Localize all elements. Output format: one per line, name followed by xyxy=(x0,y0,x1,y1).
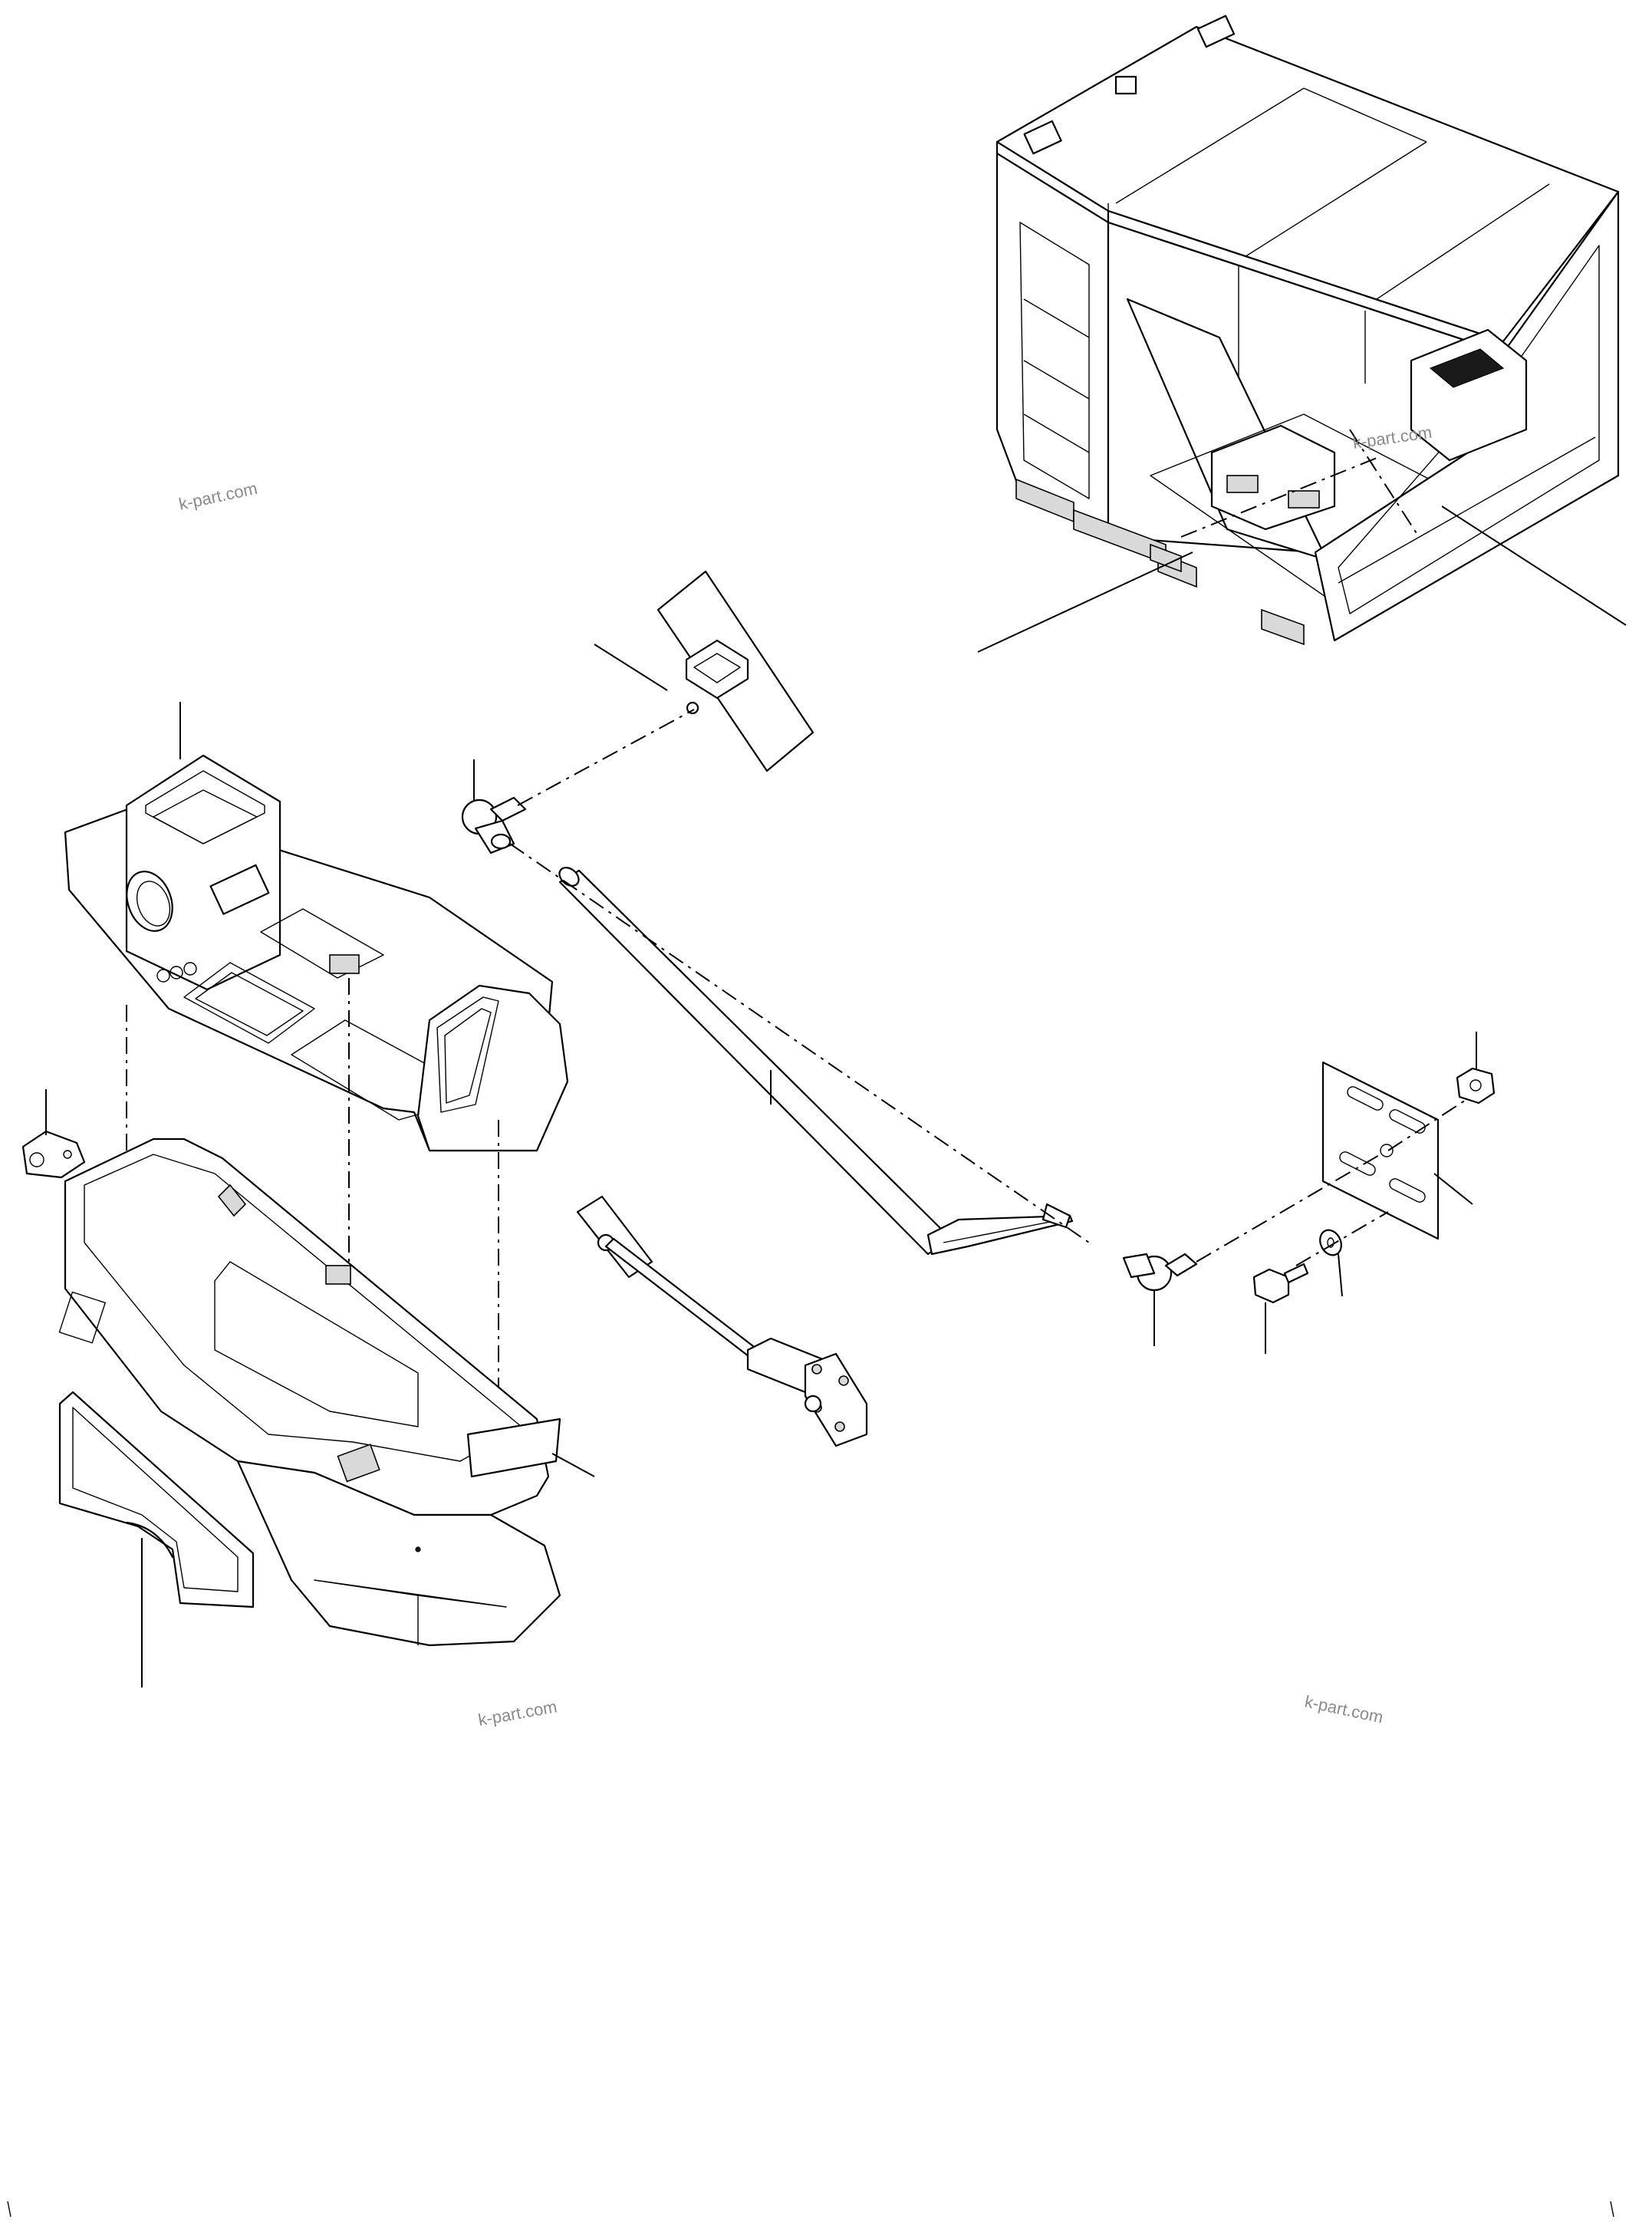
bracket-plate xyxy=(657,570,814,772)
cab-assembly xyxy=(995,15,1620,646)
ball-joint-lower xyxy=(1122,1253,1198,1292)
gas-strut-alt xyxy=(576,1195,868,1447)
gas-strut xyxy=(558,867,1074,1256)
console-body xyxy=(58,1138,561,1647)
mounting-plate xyxy=(1321,1061,1440,1240)
leader-plate xyxy=(1433,1173,1473,1205)
leader-cab-right xyxy=(1441,505,1627,626)
hinge-small xyxy=(21,1130,86,1179)
crop-mark-left xyxy=(7,2201,12,2217)
leader-washer xyxy=(1338,1253,1343,1297)
side-panel xyxy=(58,1391,255,1608)
watermark-3: k-part.com xyxy=(477,1697,559,1730)
washer xyxy=(1319,1229,1342,1256)
leader-bracket xyxy=(594,644,668,691)
ball-joint-upper xyxy=(461,796,527,854)
bolt xyxy=(1252,1263,1309,1304)
nut xyxy=(1456,1067,1496,1105)
centerline-strut xyxy=(509,843,1090,1243)
console-cover xyxy=(64,754,569,1152)
leader-console-body xyxy=(551,1453,595,1477)
centerline-nut xyxy=(1387,1092,1477,1151)
watermark-4: k-part.com xyxy=(1303,1691,1385,1727)
watermark-1: k-part.com xyxy=(177,479,259,514)
centerline-bolt xyxy=(1295,1211,1389,1266)
leader-cab-left xyxy=(977,551,1193,653)
centerline-upper xyxy=(517,709,695,806)
centerline-plate xyxy=(1196,1154,1381,1263)
crop-mark-right xyxy=(1610,2201,1614,2217)
